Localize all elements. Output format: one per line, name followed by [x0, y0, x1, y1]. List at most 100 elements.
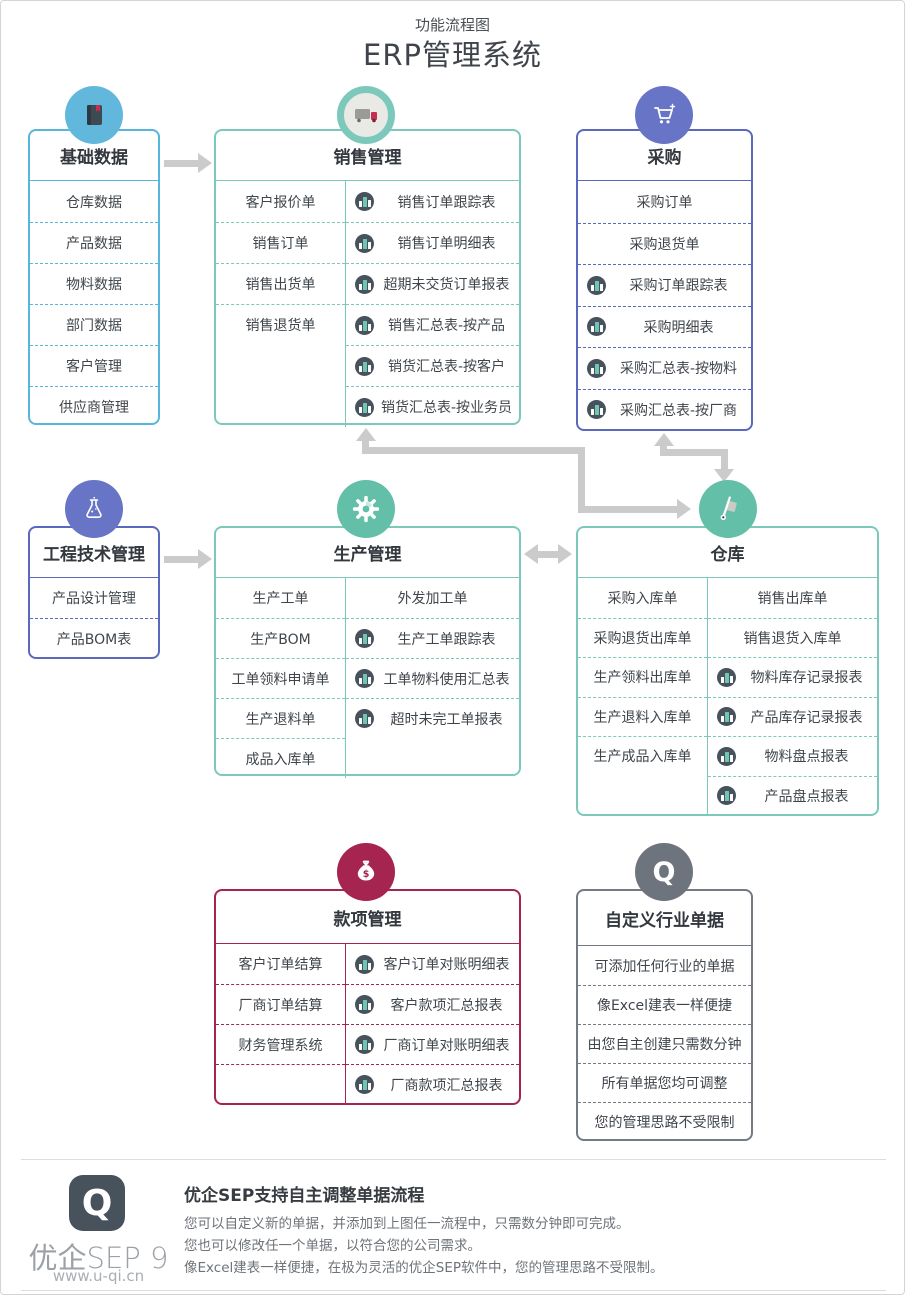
footer-line: 您可以自定义新的单据，并添加到上图任一流程中，只需数分钟即可完成。 [184, 1216, 630, 1232]
module-item: 成品入库单 [216, 738, 345, 778]
module-item-label: 产品设计管理 [52, 591, 136, 607]
q-letter: Q [652, 856, 676, 888]
module-item-label: 厂商订单结算 [238, 997, 323, 1014]
flask-icon [65, 480, 123, 538]
page-title: ERP管理系统 [363, 38, 542, 72]
arrowhead-to-purchase [654, 433, 674, 446]
module-column-right: 客户订单对账明细表客户款项汇总报表厂商订单对账明细表厂商款项汇总报表 [346, 944, 519, 1104]
module-item: 生产领料出库单 [578, 657, 707, 697]
module-item-label: 厂商订单对账明细表 [383, 1037, 510, 1054]
module-item-label: 销售订单明细表 [397, 236, 496, 252]
module-item: 物料数据 [30, 263, 158, 304]
module-item-label: 生产BOM [250, 631, 311, 648]
module-body: 采购入库单采购退货出库单生产领料出库单生产退料入库单生产成品入库单 销售出库单销… [578, 578, 877, 815]
arrow-basic-to-sales [164, 160, 199, 167]
module-item: 工单物料使用汇总表 [346, 658, 519, 698]
module-item: 产品数据 [30, 222, 158, 263]
footer-top-divider [21, 1159, 886, 1160]
module-item-label: 生产成品入库单 [593, 749, 692, 766]
module-payments: 款项管理 客户订单结算厂商订单结算财务管理系统 客户订单对账明细表客户款项汇总报… [214, 889, 521, 1105]
module-item: 采购退货出库单 [578, 617, 707, 658]
module-item: 销售汇总表-按产品 [346, 304, 519, 345]
module-item: 所有单据您均可调整 [578, 1063, 751, 1102]
module-item: 超期未交货订单报表 [346, 263, 519, 304]
arrow-sales-warehouse-seg2 [362, 447, 585, 454]
moneybag-icon: $ [337, 843, 395, 901]
module-item: 销货汇总表-按客户 [346, 345, 519, 386]
cart-icon [635, 86, 693, 144]
module-column-right: 销售出库单销售退货入库单物料库存记录报表产品库存记录报表物料盘点报表产品盘点报表 [708, 578, 877, 815]
module-item: 厂商款项汇总报表 [346, 1064, 519, 1104]
bar-chart-icon [355, 397, 374, 417]
module-item-label: 销售退货单 [245, 318, 316, 334]
module-item: 生产退料单 [216, 698, 345, 738]
module-item-label: 采购汇总表-按物料 [619, 361, 738, 378]
bar-chart-icon [587, 275, 606, 295]
module-title: 自定义行业单据 [578, 891, 751, 946]
module-item-label: 销售订单 [252, 236, 309, 252]
module-item-label: 生产工单跟踪表 [397, 631, 496, 648]
module-item: 您的管理思路不受限制 [578, 1102, 751, 1141]
module-item: 可添加任何行业的单据 [578, 946, 751, 985]
arrowhead-to-warehouse [677, 499, 691, 519]
module-item-label: 产品数据 [66, 236, 122, 252]
module-item: 生产成品入库单 [578, 736, 707, 776]
module-warehouse: 仓库 采购入库单采购退货出库单生产领料出库单生产退料入库单生产成品入库单 销售出… [576, 526, 879, 816]
module-item: 销售出库单 [708, 578, 877, 618]
module-item-label: 采购汇总表-按厂商 [619, 402, 738, 419]
module-item: 采购退货单 [578, 222, 751, 265]
module-column-left: 客户报价单销售订单销售出货单销售退货单 [216, 181, 346, 427]
footer-line: 您也可以修改任一个单据，以符合您的公司需求。 [184, 1238, 481, 1254]
module-item: 客户管理 [30, 345, 158, 386]
module-item: 销售订单 [216, 222, 345, 263]
module-item-label: 物料数据 [66, 277, 122, 293]
module-item: 采购入库单 [578, 578, 707, 618]
module-item: 销货汇总表-按业务员 [346, 386, 519, 427]
uqi-q-icon: Q [635, 843, 693, 901]
module-item-label: 所有单据您均可调整 [601, 1076, 728, 1092]
bar-chart-icon [355, 233, 374, 253]
module-item: 物料盘点报表 [708, 736, 877, 776]
brand-url[interactable]: www.u-qi.cn [52, 1267, 145, 1285]
module-item-label: 生产退料单 [245, 711, 316, 728]
module-item: 销售退货入库单 [708, 617, 877, 658]
module-custom-docs: 自定义行业单据 可添加任何行业的单据像Excel建表一样便捷由您自主创建只需数分… [576, 889, 753, 1141]
module-item-label: 产品库存记录报表 [750, 709, 863, 726]
module-item: 超时未完工单报表 [346, 698, 519, 738]
module-item-label: 生产工单 [252, 591, 309, 607]
svg-text:$: $ [363, 869, 370, 880]
page-subtitle: 功能流程图 [414, 16, 490, 34]
module-column-right: 外发加工单生产工单跟踪表工单物料使用汇总表超时未完工单报表 [346, 578, 519, 778]
module-item: 客户报价单 [216, 181, 345, 222]
module-purchase: 采购 采购订单采购退货单采购订单跟踪表采购明细表采购汇总表-按物料采购汇总表-按… [576, 129, 753, 431]
bar-chart-icon [355, 356, 374, 376]
arrowhead-engineering-to-production [198, 549, 212, 569]
module-item-label: 销售出库单 [757, 590, 828, 607]
module-item: 采购汇总表-按厂商 [578, 388, 751, 431]
module-column-left: 客户订单结算厂商订单结算财务管理系统 [216, 944, 346, 1104]
module-item: 客户订单结算 [216, 944, 345, 984]
module-item: 物料库存记录报表 [708, 657, 877, 697]
bar-chart-icon [355, 954, 374, 974]
module-item-label: 供应商管理 [59, 400, 129, 416]
module-item-label: 客户订单结算 [238, 957, 323, 973]
module-item-label: 像Excel建表一样便捷 [596, 998, 733, 1014]
module-item-label: 销售汇总表-按产品 [387, 318, 506, 334]
module-body: 产品设计管理产品BOM表 [30, 578, 158, 658]
footer-bottom-divider [21, 1290, 886, 1291]
module-item: 销售订单跟踪表 [346, 181, 519, 222]
module-item-label: 超时未完工单报表 [390, 711, 503, 728]
module-title: 仓库 [578, 528, 877, 578]
module-item-label: 客户管理 [66, 359, 122, 375]
module-item-label: 可添加任何行业的单据 [594, 958, 735, 975]
gear-icon [337, 480, 395, 538]
arrow-purchase-warehouse-seg2 [660, 449, 728, 456]
module-item-label: 产品BOM表 [56, 631, 132, 648]
logo-letter: Q [81, 1182, 113, 1224]
module-item: 产品设计管理 [30, 578, 158, 618]
module-title: 销售管理 [216, 131, 519, 181]
arrowhead-to-sales [356, 428, 376, 441]
module-item-label: 成品入库单 [245, 751, 316, 768]
